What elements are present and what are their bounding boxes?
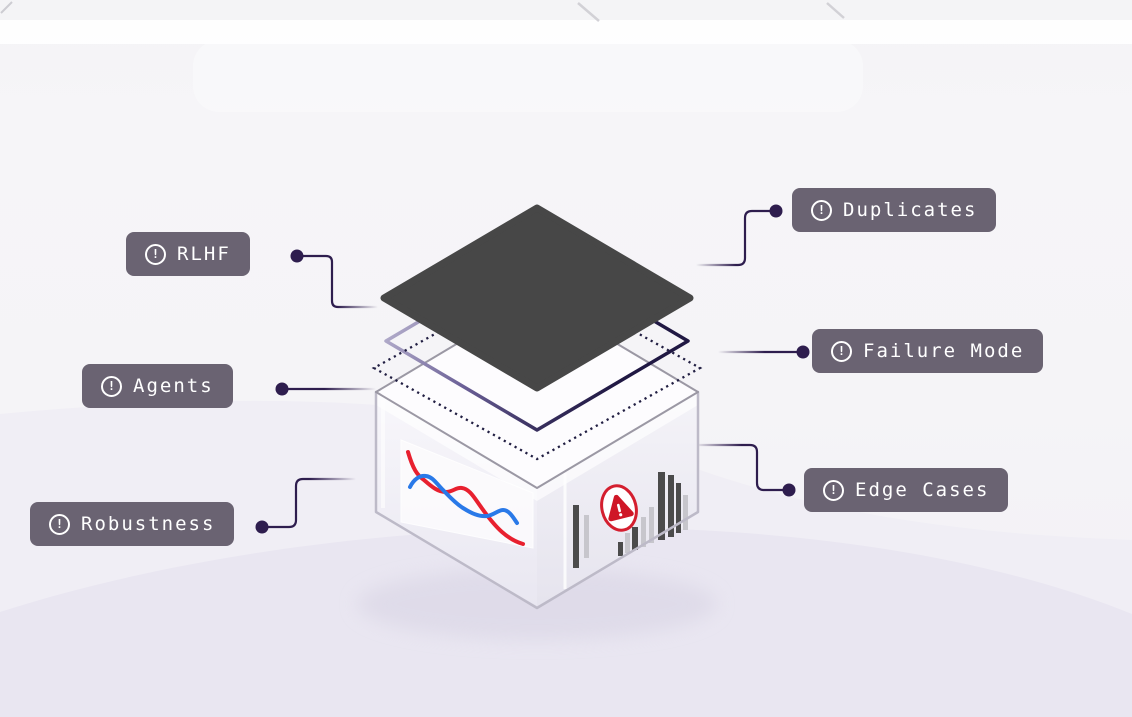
tick-icon	[577, 2, 600, 22]
badge-edge-cases: ! Edge Cases	[804, 468, 1009, 512]
badge-duplicates: ! Duplicates	[792, 188, 997, 232]
badge-rlhf: ! RLHF	[126, 232, 250, 276]
badge-label: RLHF	[177, 243, 231, 265]
connector-edge-cases	[694, 443, 796, 497]
layer-dark-top	[380, 204, 694, 392]
line-chart-panel	[400, 439, 534, 549]
alert-icon: !	[101, 375, 122, 397]
alert-icon: !	[145, 243, 166, 265]
badge-label: Edge Cases	[855, 479, 990, 501]
top-decor	[0, 1, 1132, 112]
chart-line-red	[406, 450, 525, 546]
badge-failure-mode: ! Failure Mode	[812, 329, 1044, 373]
connector-dot	[255, 520, 269, 534]
connector-dot	[275, 382, 289, 396]
alert-icon: !	[49, 513, 70, 535]
connector-robustness	[255, 477, 356, 534]
connectors	[255, 204, 810, 534]
connector-dot	[769, 204, 783, 218]
badge-robustness: ! Robustness	[30, 502, 235, 546]
connector-duplicates	[696, 204, 783, 267]
connector-dot	[782, 483, 796, 497]
badge-label: Robustness	[81, 513, 216, 535]
alert-icon: !	[811, 199, 832, 221]
badge-agents: ! Agents	[82, 364, 233, 408]
badge-label: Failure Mode	[863, 340, 1025, 362]
cube-body	[374, 390, 700, 610]
badge-label: Duplicates	[843, 199, 978, 221]
alert-icon: !	[831, 340, 852, 362]
connector-rlhf	[290, 249, 378, 309]
connector-failure-mode	[718, 345, 810, 359]
layer-dotted-outline	[371, 275, 703, 461]
chart-line-blue	[408, 473, 519, 525]
alert-icon: !	[823, 479, 844, 501]
connector-dot	[796, 345, 810, 359]
warning-icon	[600, 484, 638, 532]
tick-icon	[0, 1, 13, 14]
bar-chart	[573, 472, 688, 568]
connector-agents	[275, 382, 376, 396]
tick-icon	[826, 2, 845, 19]
badge-label: Agents	[133, 375, 214, 397]
connector-dot	[290, 249, 304, 263]
